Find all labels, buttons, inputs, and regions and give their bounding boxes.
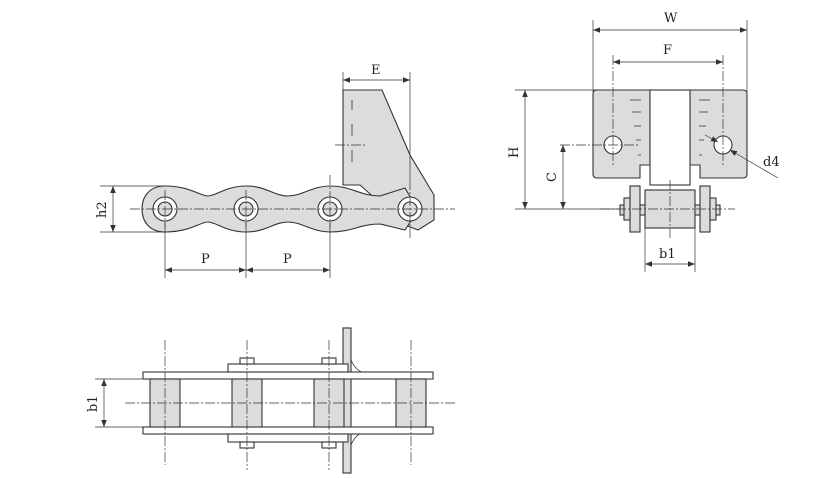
side-centerlines	[130, 144, 455, 240]
top-centerlines	[125, 340, 455, 470]
left-bracket	[592, 89, 651, 179]
chain-plates	[142, 363, 434, 443]
label-C: C	[545, 172, 560, 182]
dimension-b1-top	[95, 378, 150, 428]
label-F: F	[663, 43, 672, 58]
label-b1-top: b1	[86, 395, 101, 412]
dimension-E	[342, 72, 411, 180]
dimension-h2	[100, 185, 165, 233]
top-view: b1	[86, 327, 455, 474]
label-b1-end: b1	[659, 247, 676, 262]
label-P-1: P	[201, 252, 210, 267]
dimension-b1-end	[644, 228, 696, 272]
dimension-W	[592, 20, 748, 92]
dimension-P	[164, 222, 331, 278]
end-centerlines	[560, 55, 735, 240]
center-web	[649, 89, 691, 186]
attachment-bracket	[342, 89, 435, 231]
label-W: W	[664, 11, 678, 26]
bracket-slots-end	[630, 99, 710, 156]
label-P-2: P	[283, 252, 292, 267]
label-h2: h2	[95, 201, 110, 218]
leader-d4	[729, 149, 779, 179]
end-view: W F H C d4 b1	[507, 11, 780, 272]
side-view: E h2 P P	[95, 63, 455, 278]
label-d4: d4	[763, 155, 780, 170]
right-bracket	[689, 89, 748, 179]
label-E: E	[371, 63, 381, 78]
dimension-H	[515, 89, 620, 210]
label-H: H	[507, 147, 522, 158]
